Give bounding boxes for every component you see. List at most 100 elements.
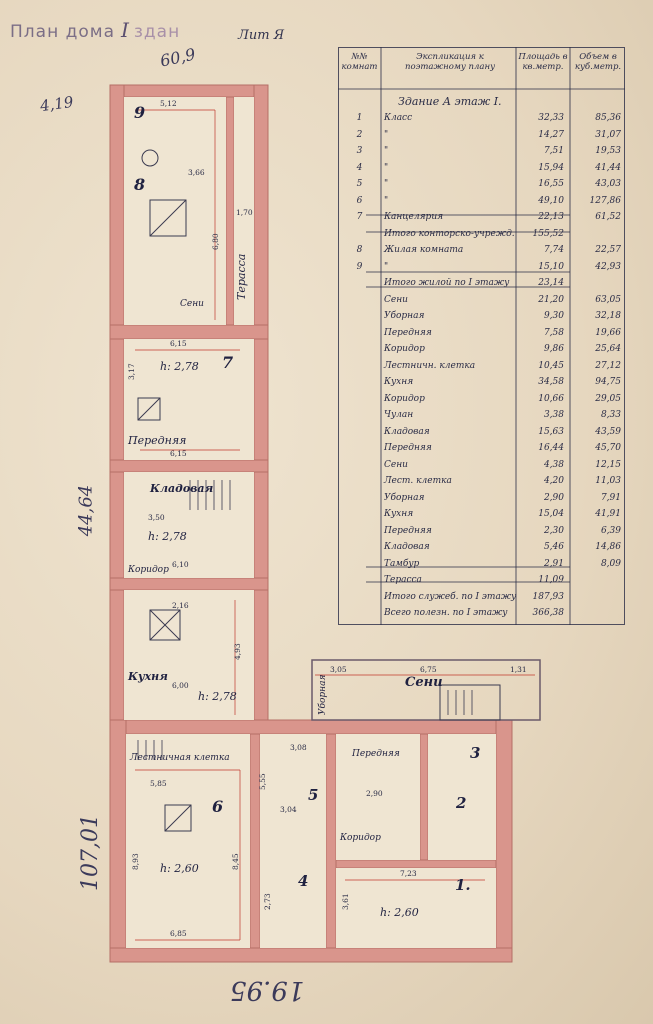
cell-name: Кухня [384, 509, 414, 519]
cell-vol: 63,05 [595, 294, 621, 305]
dim-label: 3,66 [188, 168, 205, 177]
cell-area: 4,20 [543, 476, 564, 486]
cell-vol: 11,03 [595, 476, 621, 486]
cell-num: 4 [356, 162, 363, 173]
cell-name: Кладовая [384, 542, 430, 552]
cell-vol: 43,59 [595, 426, 621, 437]
cell-vol: 22,57 [595, 245, 621, 255]
cell-vol: 27,12 [595, 360, 621, 371]
cell-name: " [384, 179, 389, 189]
dim-label: 5,85 [150, 779, 167, 788]
stamp-label: План дома [10, 22, 115, 42]
cell-area: 4,38 [543, 459, 564, 470]
cell-area: 9,30 [543, 311, 564, 321]
cell-name: " [384, 195, 389, 206]
cell-num: 3 [356, 146, 363, 156]
cell-name: Передняя [384, 327, 432, 338]
cell-area: 10,45 [538, 360, 564, 371]
stove-group [137, 149, 192, 832]
perednyaya-top-label: Передняя [127, 434, 186, 447]
dim-label: 3,61 [341, 893, 350, 910]
dim-label: 3,04 [280, 805, 297, 814]
cell-name: " [384, 162, 389, 173]
table-row: 3 " 7,51 19,53 [338, 146, 625, 159]
cell-name: Кладовая [384, 426, 430, 437]
dim-label: 1,31 [510, 665, 527, 674]
dim-label: 1,70 [236, 208, 253, 217]
room-fill-group [124, 97, 496, 948]
cell-area: 11,09 [538, 575, 564, 585]
col-vol-header: Объем в куб.метр. [574, 52, 622, 72]
cell-vol: 43,03 [595, 179, 621, 189]
dim-label: 3,17 [127, 363, 136, 380]
cell-area: 3,38 [543, 410, 564, 420]
room-label-group: 9 8 7 6 5 4 3 2 1. Терасса Передняя Клад… [127, 103, 480, 919]
dim-label: 3,05 [330, 665, 347, 674]
ubornaya-label: Уборная [317, 675, 328, 715]
cell-vol: 8,33 [600, 410, 621, 420]
cell-vol: 12,15 [595, 459, 621, 470]
room-8-label: 8 [133, 175, 145, 194]
kladovaya-label: Кладовая [149, 482, 214, 495]
cell-vol: 19,53 [595, 146, 621, 156]
col-area-header: Площадь в кв.метр. [518, 52, 568, 72]
table-grid [338, 47, 625, 625]
cell-name: Всего полезн. по I этажу [384, 608, 508, 618]
cell-name: Жилая комната [384, 245, 464, 255]
terrace-outline [311, 659, 541, 721]
cell-name: Тамбур [384, 558, 420, 569]
room-3-label: 3 [470, 744, 480, 762]
room-5-label: 5 [308, 786, 318, 804]
cell-name: Уборная [384, 311, 425, 321]
cell-num: 7 [356, 212, 363, 222]
cell-name: Кухня [384, 377, 414, 387]
dim-label: 5,12 [160, 99, 177, 108]
cell-name: Итого жилой по I этажу [384, 278, 510, 288]
cell-vol: 61,52 [595, 212, 621, 222]
cell-name: Класс [384, 113, 413, 123]
cell-area: 7,51 [543, 146, 564, 156]
cell-name: " [384, 146, 389, 156]
cell-area: 21,20 [538, 294, 564, 305]
cell-vol: 25,64 [595, 344, 621, 354]
room-7-label: 7 [222, 353, 233, 372]
dim-label: 5,55 [258, 773, 267, 790]
cell-name: Сени [384, 459, 408, 470]
cell-name: Уборная [384, 492, 425, 503]
terrace-stair [439, 684, 501, 721]
room-6-label: 6 [212, 797, 223, 816]
dim-label: 7,23 [400, 869, 417, 878]
cell-name: Сени [384, 294, 408, 305]
cell-name: Передняя [384, 525, 432, 536]
cell-vol: 32,18 [595, 311, 621, 321]
col-name-header: Экспликация к поэтажному плану [404, 52, 496, 72]
section-title: Здание А этаж I. [398, 95, 502, 108]
cell-area: 22,13 [538, 212, 564, 222]
kukhnya-label: Кухня [127, 670, 168, 683]
dim-label: 6,00 [172, 681, 189, 690]
cell-name: Итого конторско-учрежд. [384, 228, 515, 239]
table-row: Уборная 9,30 32,18 [338, 311, 625, 324]
dim-label: 6,15 [170, 449, 187, 458]
dim-label: 2,73 [263, 893, 272, 910]
ceiling-height-label-5: h: 2,60 [380, 906, 419, 919]
col-num-header: №№ комнат [341, 52, 378, 72]
ceiling-height-label-4: h: 2,60 [160, 862, 199, 875]
